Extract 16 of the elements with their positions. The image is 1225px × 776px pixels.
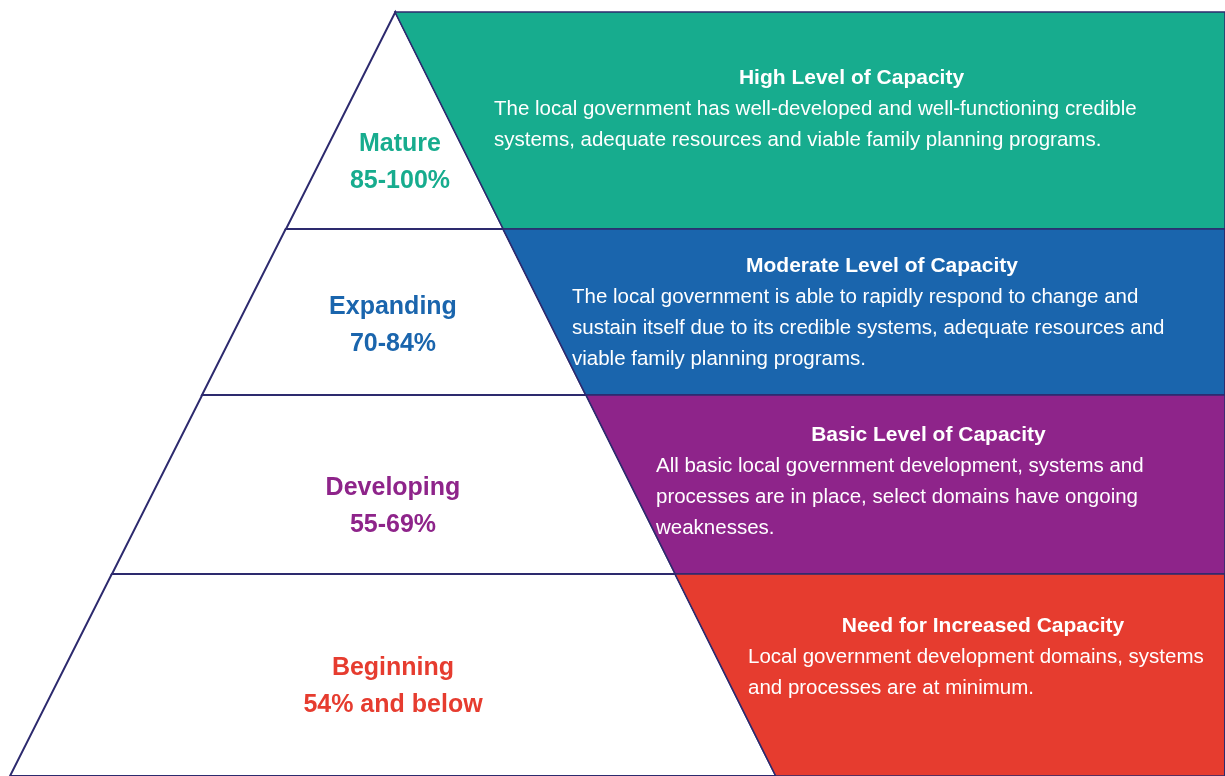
band-heading: Basic Level of Capacity — [810, 421, 1047, 447]
tier-range: 55-69% — [348, 508, 438, 539]
tier-name: Expanding — [329, 290, 457, 321]
band-heading: Need for Increased Capacity — [840, 612, 1126, 638]
tier-name: Beginning — [330, 651, 456, 682]
band-heading: High Level of Capacity — [737, 64, 966, 90]
band-description: The local government is able to rapidly respond to change and sustain itself due to its credible systems, adequate resources and viable family planning programs. — [572, 283, 1166, 371]
tier-range: 85-100% — [349, 164, 450, 195]
band-heading: Moderate Level of Capacity — [745, 252, 1019, 278]
tier-range: 54% and below — [303, 688, 483, 719]
band-description: The local government has well-developed and well-functioning credible systems, adequate resources and viable family planning programs. — [494, 95, 1138, 152]
tier-name: Mature — [358, 127, 442, 158]
tier-name: Developing — [325, 471, 461, 502]
band-description: Local government development domains, systems and processes are at minimum. — [748, 643, 1205, 700]
band-description: All basic local government development, systems and processes are in place, select domains have ongoing weaknesses. — [656, 452, 1145, 540]
tier-range: 70-84% — [348, 327, 438, 358]
